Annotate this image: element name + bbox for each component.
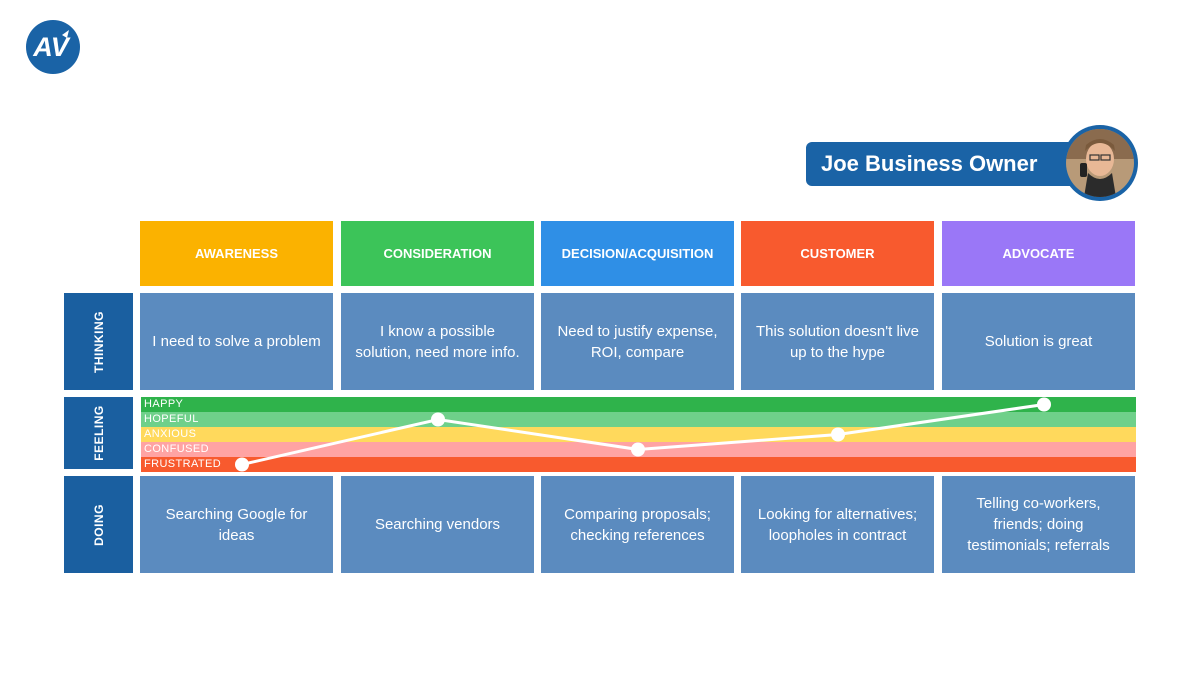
doing-cell: Comparing proposals; checking references [541, 476, 734, 573]
brand-logo: AV [26, 20, 80, 74]
doing-cell: Searching Google for ideas [140, 476, 333, 573]
stage-header-decision: DECISION/ACQUISITION [541, 221, 734, 286]
stage-header-consideration: CONSIDERATION [341, 221, 534, 286]
thinking-cell: Solution is great [942, 293, 1135, 390]
thinking-cell: Need to justify expense, ROI, compare [541, 293, 734, 390]
row-label-thinking: THINKING [64, 293, 133, 390]
row-label-doing: DOING [64, 476, 133, 573]
feeling-band-hopeful: HOPEFUL [141, 412, 1136, 427]
persona-name: Joe Business Owner [806, 142, 1098, 186]
doing-cell: Telling co-workers, friends; doing testi… [942, 476, 1135, 573]
thinking-cell: This solution doesn't live up to the hyp… [741, 293, 934, 390]
feeling-band-happy: HAPPY [141, 397, 1136, 412]
doing-cell: Looking for alternatives; loopholes in c… [741, 476, 934, 573]
avatar [1062, 125, 1138, 201]
stage-header-advocate: ADVOCATE [942, 221, 1135, 286]
thinking-cell: I know a possible solution, need more in… [341, 293, 534, 390]
feeling-band-frustrated: FRUSTRATED [141, 457, 1136, 472]
feeling-band-anxious: ANXIOUS [141, 427, 1136, 442]
stage-header-customer: CUSTOMER [741, 221, 934, 286]
logo-text: AV [32, 32, 70, 62]
doing-cell: Searching vendors [341, 476, 534, 573]
stage-header-awareness: AWARENESS [140, 221, 333, 286]
row-label-feeling: FEELING [64, 397, 133, 469]
thinking-cell: I need to solve a problem [140, 293, 333, 390]
feeling-band-confused: CONFUSED [141, 442, 1136, 457]
